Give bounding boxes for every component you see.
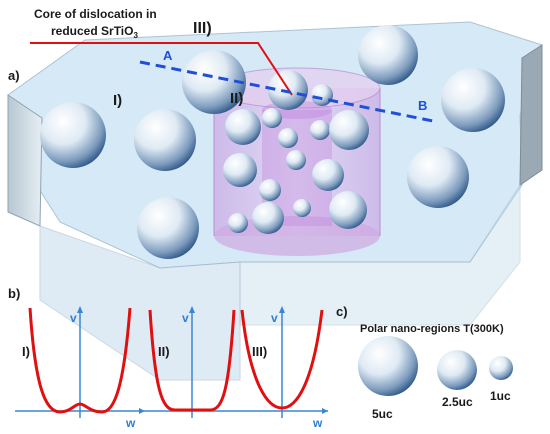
sphere	[137, 197, 199, 259]
panel-c-label: c)	[336, 304, 348, 319]
dashed-line-ab	[139, 60, 439, 124]
polar-spheres-outside	[40, 25, 505, 259]
size-label-2-5uc: 2.5uc	[442, 395, 473, 409]
sphere	[278, 128, 298, 148]
sphere	[311, 84, 333, 106]
size-label-1uc: 1uc	[490, 389, 511, 403]
sphere	[262, 108, 282, 128]
sphere	[358, 25, 418, 85]
panel-b-label: b)	[8, 286, 20, 301]
svg-text:I): I)	[22, 344, 30, 359]
svg-text:II): II)	[158, 344, 170, 359]
svg-text:w: w	[125, 416, 136, 429]
slab-front-face	[39, 225, 241, 381]
region-iii-label: III)	[193, 20, 212, 37]
sphere-1uc	[489, 356, 513, 380]
sphere	[329, 110, 369, 150]
slab-front-face-right	[239, 183, 521, 326]
sphere	[286, 150, 306, 170]
size-label-5uc: 5uc	[372, 407, 393, 421]
svg-text:III): III)	[252, 344, 267, 359]
sphere	[225, 109, 261, 145]
svg-text:v: v	[182, 311, 189, 325]
sphere	[441, 68, 505, 132]
sphere	[312, 159, 344, 191]
callout-line	[30, 42, 293, 96]
sphere	[259, 179, 281, 201]
sphere	[134, 109, 196, 171]
potential-curve-iii: III) v w	[240, 306, 328, 430]
region-ii-label: II)	[230, 90, 243, 107]
sphere	[329, 191, 367, 229]
callout-text-line1: Core of dislocation in	[34, 7, 157, 21]
sphere	[228, 213, 248, 233]
svg-text:w: w	[312, 416, 323, 429]
callout-text-line2: reduced SrTiO3	[51, 24, 138, 40]
point-b-label: B	[418, 98, 427, 113]
panel-c-title: Polar nano-regions T(300K)	[360, 323, 504, 335]
sphere	[40, 102, 106, 168]
sphere-5uc	[358, 336, 418, 396]
sphere-2-5uc	[437, 350, 477, 390]
sphere	[293, 199, 311, 217]
point-a-label: A	[163, 48, 173, 63]
sphere	[407, 146, 469, 208]
slab-right-side	[519, 44, 543, 186]
sphere	[182, 50, 246, 114]
panel-a-label: a)	[8, 68, 20, 83]
sphere	[252, 202, 284, 234]
sphere	[310, 120, 330, 140]
potential-curve-i: I) v w	[15, 306, 145, 430]
sphere	[223, 153, 257, 187]
slab-left-side	[7, 94, 43, 227]
potential-curve-ii: II) v	[145, 306, 240, 418]
svg-text:v: v	[271, 311, 278, 325]
svg-text:v: v	[70, 311, 77, 325]
region-i-label: I)	[113, 92, 122, 109]
